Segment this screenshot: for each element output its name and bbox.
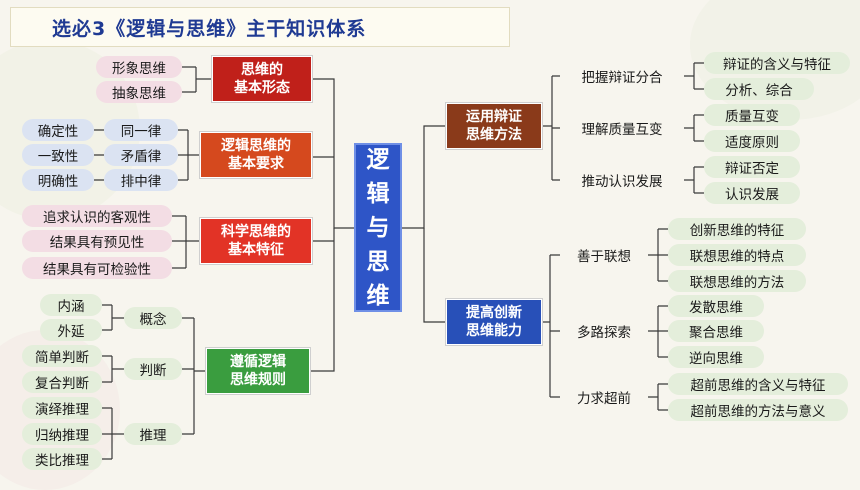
feature-item: 结果具有预见性 (22, 230, 172, 252)
logic-property: 确定性 (22, 119, 94, 141)
rule-item: 演绎推理 (22, 397, 102, 419)
thinking-forms-box: 思维的 基本形态 (212, 56, 312, 102)
rule-group: 推理 (124, 423, 182, 445)
innovation-item: 联想思维的方法 (668, 270, 806, 292)
forms-item: 抽象思维 (96, 81, 182, 103)
rule-item: 归纳推理 (22, 423, 102, 445)
innovation-item: 创新思维的特征 (668, 218, 806, 240)
logical-rules-box: 遵循逻辑 思维规则 (206, 348, 310, 394)
dialectical-methods-box: 运用辩证 思维方法 (446, 103, 542, 149)
rule-item: 内涵 (40, 294, 102, 316)
dialectics-item: 辩证的含义与特征 (704, 52, 850, 74)
feature-item: 结果具有可检验性 (22, 257, 172, 279)
innovation-item: 超前思维的含义与特征 (668, 373, 848, 395)
innovative-thinking-box: 提高创新 思维能力 (446, 299, 542, 345)
scientific-features-box: 科学思维的 基本特征 (200, 218, 312, 264)
rule-item: 复合判断 (22, 371, 102, 393)
innovation-group: 多路探索 (577, 325, 631, 341)
dialectics-item: 质量互变 (704, 104, 800, 126)
innovation-group: 力求超前 (577, 391, 631, 407)
innovation-item: 超前思维的方法与意义 (668, 399, 848, 421)
rule-item: 外延 (40, 319, 102, 341)
feature-item: 追求认识的客观性 (22, 205, 172, 227)
innovation-item: 逆向思维 (668, 346, 764, 368)
dialectics-group: 把握辩证分合 (581, 70, 663, 86)
dialectics-item: 辩证否定 (704, 156, 800, 178)
logical-requirements-box: 逻辑思维的 基本要求 (200, 132, 312, 178)
innovation-group: 善于联想 (577, 249, 631, 265)
dialectics-item: 适度原则 (704, 130, 800, 152)
dialectics-group: 理解质量互变 (581, 122, 663, 138)
logic-law: 排中律 (104, 169, 178, 191)
core-concept-box: 逻辑与思维 (354, 143, 402, 312)
innovation-item: 发散思维 (668, 295, 764, 317)
core-concept-label: 逻辑与思维 (366, 146, 390, 309)
rule-item: 类比推理 (22, 448, 102, 470)
logic-property: 明确性 (22, 169, 94, 191)
rule-group: 概念 (124, 307, 182, 329)
rule-item: 简单判断 (22, 345, 102, 367)
logic-law: 同一律 (104, 119, 178, 141)
dialectics-item: 分析、综合 (704, 78, 814, 100)
forms-item: 形象思维 (96, 56, 182, 78)
dialectics-group: 推动认识发展 (581, 174, 663, 190)
logic-law: 矛盾律 (104, 144, 178, 166)
rule-group: 判断 (124, 358, 182, 380)
dialectics-item: 认识发展 (704, 182, 800, 204)
logic-property: 一致性 (22, 144, 94, 166)
innovation-item: 聚合思维 (668, 320, 764, 342)
page-title: 选必3《逻辑与思维》主干知识体系 (52, 17, 367, 40)
innovation-item: 联想思维的特点 (668, 244, 806, 266)
title-bar: 选必3《逻辑与思维》主干知识体系 (10, 7, 510, 47)
